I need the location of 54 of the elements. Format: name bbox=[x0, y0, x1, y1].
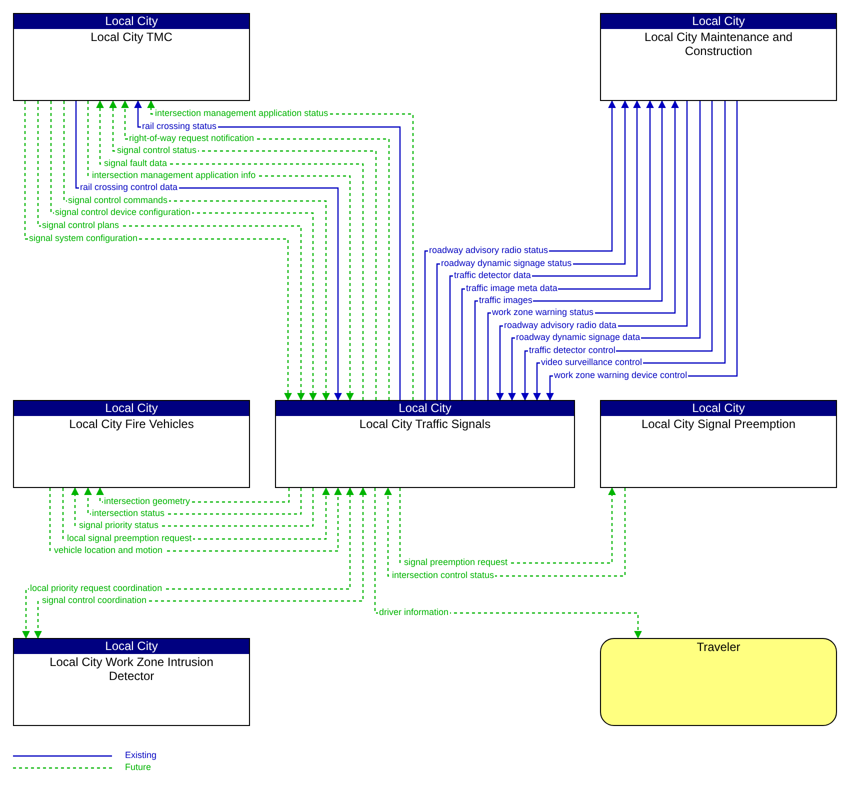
edge-label: signal control device configuration bbox=[54, 207, 192, 218]
legend-text: Future bbox=[125, 762, 152, 773]
edge-label: traffic detector data bbox=[453, 270, 532, 281]
edge-label: work zone warning status bbox=[491, 307, 595, 318]
edge-label: video surveillance control bbox=[540, 357, 644, 368]
edge-label: traffic image meta data bbox=[465, 283, 558, 294]
edge-label: work zone warning device control bbox=[553, 370, 688, 381]
element-name: Local City Work Zone Intrusion Detector bbox=[48, 655, 214, 683]
element-name: Local City Maintenance and Construction bbox=[643, 30, 794, 58]
system-box bbox=[600, 400, 837, 488]
legend-text: Existing bbox=[125, 750, 157, 761]
edge-label: signal control commands bbox=[67, 195, 169, 206]
edge-label: right-of-way request notification bbox=[128, 133, 256, 144]
edge-label: intersection status bbox=[91, 508, 166, 519]
system-box bbox=[600, 13, 837, 101]
edge-label: roadway advisory radio status bbox=[428, 245, 550, 256]
system-box bbox=[13, 638, 250, 726]
edge-label: intersection management application info bbox=[91, 170, 257, 181]
edge-label: intersection geometry bbox=[103, 496, 192, 507]
edge-label: signal control plans bbox=[41, 220, 120, 231]
element-name: Traveler bbox=[696, 640, 742, 654]
element-name: Local City TMC bbox=[90, 30, 174, 44]
edge-label: roadway dynamic signage data bbox=[515, 332, 642, 343]
system-box bbox=[13, 400, 250, 488]
owner-header: Local City bbox=[14, 401, 249, 416]
edge-label: intersection control status bbox=[391, 570, 496, 581]
element-name: Local City Traffic Signals bbox=[358, 417, 492, 431]
edge-label: signal control status bbox=[116, 145, 198, 156]
edge-label: local signal preemption request bbox=[66, 533, 193, 544]
edge-label: driver information bbox=[378, 607, 450, 618]
element-name: Local City Fire Vehicles bbox=[68, 417, 195, 431]
edge-label: vehicle location and motion bbox=[53, 545, 164, 556]
edge-label: signal fault data bbox=[103, 158, 168, 169]
owner-header: Local City bbox=[601, 401, 836, 416]
owner-header: Local City bbox=[276, 401, 574, 416]
system-box bbox=[275, 400, 575, 488]
edge-label: roadway dynamic signage status bbox=[440, 258, 573, 269]
system-box bbox=[13, 13, 250, 101]
edge-label: local priority request coordination bbox=[29, 583, 164, 594]
edge-label: rail crossing status bbox=[141, 121, 218, 132]
edge-label: signal system configuration bbox=[28, 233, 139, 244]
owner-header: Local City bbox=[14, 14, 249, 29]
edge-label: signal control coordination bbox=[41, 595, 148, 606]
edge-label: roadway advisory radio data bbox=[503, 320, 618, 331]
actor-box bbox=[600, 638, 837, 726]
edge-label: traffic detector control bbox=[528, 345, 616, 356]
edge-label: traffic images bbox=[478, 295, 534, 306]
edge-label: rail crossing control data bbox=[79, 182, 179, 193]
edge-label: intersection management application status bbox=[154, 108, 330, 119]
owner-header: Local City bbox=[14, 639, 249, 654]
edge-label: signal preemption request bbox=[403, 557, 509, 568]
element-name: Local City Signal Preemption bbox=[640, 417, 797, 431]
owner-header: Local City bbox=[601, 14, 836, 29]
edge-label: signal priority status bbox=[78, 520, 160, 531]
